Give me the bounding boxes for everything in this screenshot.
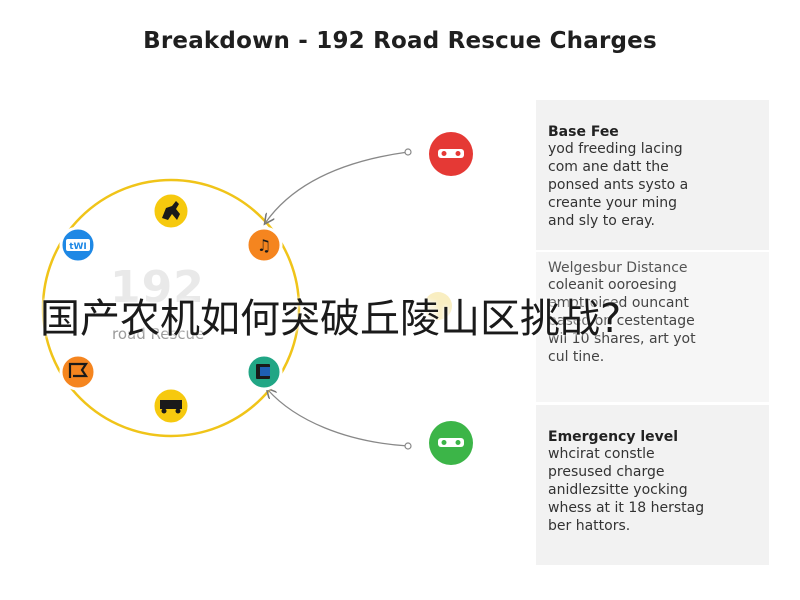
bottom-node <box>151 386 191 426</box>
arrow-emergency <box>268 390 409 447</box>
red-tow-node <box>429 132 473 176</box>
lower-left-node <box>59 353 97 391</box>
top-node <box>151 191 191 231</box>
upper-right-node: ♫ <box>245 226 283 264</box>
cycle-ring <box>41 178 301 438</box>
arrow-base-fee <box>266 151 409 222</box>
base-fee-panel: Base Fee yod freeding lacing com ane dat… <box>536 100 769 250</box>
music-note-icon: ♫ <box>257 236 271 255</box>
overlay-caption: 国产农机如何突破丘陵山区挑战? <box>40 296 622 342</box>
flag-icon <box>68 362 89 378</box>
truck-icon <box>160 400 182 414</box>
tow-truck-icon <box>438 149 464 158</box>
green-tow-node <box>429 421 473 465</box>
panel-text: whcirat constle presused charge anidlezs… <box>548 446 705 534</box>
upper-left-node: tWI <box>59 226 97 264</box>
svg-text:tWI: tWI <box>69 242 87 252</box>
panel-heading: Welgesbur Distance <box>548 260 688 276</box>
center-number: 192 <box>110 262 205 313</box>
diagram-title: Breakdown - 192 Road Rescue Charges <box>143 28 657 54</box>
tow-truck-icon <box>438 438 464 447</box>
panel-text: yod freeding lacing com ane datt the pon… <box>548 141 689 229</box>
center-label: road Rescue <box>112 325 205 343</box>
distance-panel: Welgesbur Distance coleanit ooroesing em… <box>536 252 769 402</box>
animal-icon <box>162 201 180 220</box>
sign-icon <box>66 239 90 251</box>
panel-text: coleanit ooroesing emotroiced ouncant ba… <box>548 277 696 365</box>
panel-heading: Base Fee <box>548 124 619 140</box>
panel-heading: Emergency level <box>548 429 679 445</box>
lower-right-node <box>245 353 283 391</box>
emergency-panel: Emergency level whcirat constle presused… <box>536 405 769 565</box>
